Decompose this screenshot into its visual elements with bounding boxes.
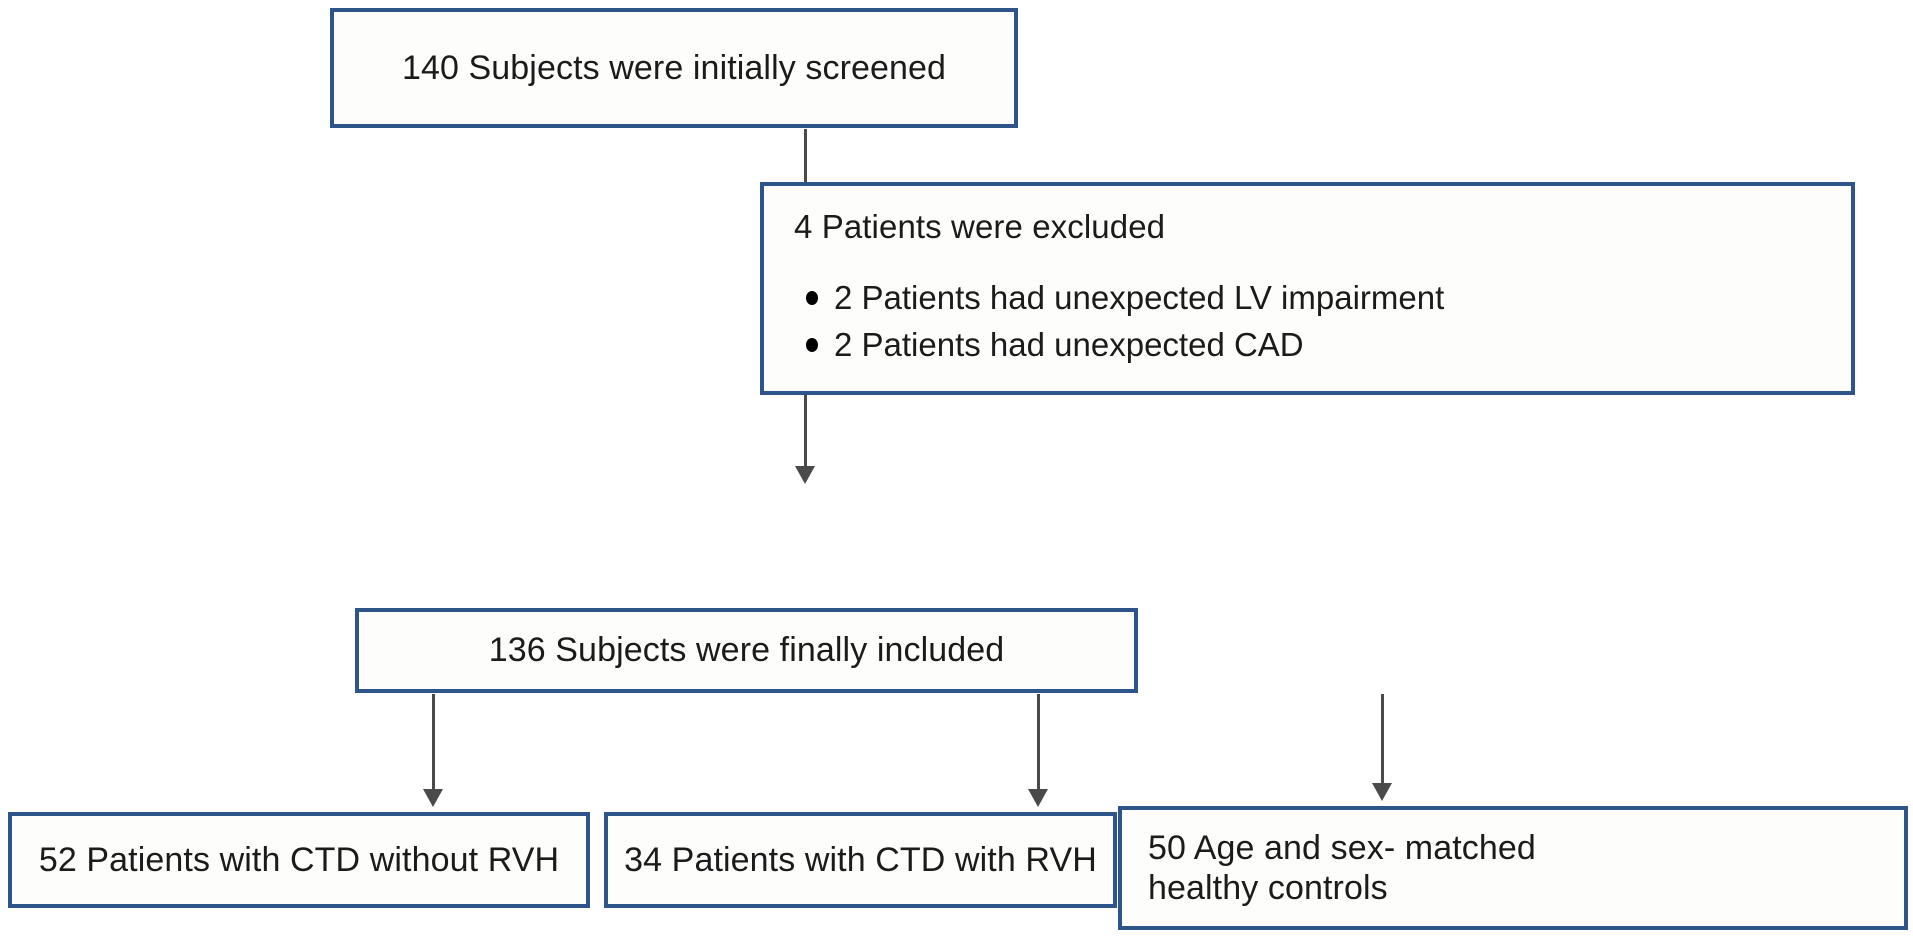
bullet-point-icon [806, 337, 818, 352]
node-included: 136 Subjects were finally included [355, 608, 1138, 693]
arrow-down-to-ctd-without-rvh-icon [423, 789, 443, 807]
connector-to-group-3-line [1381, 694, 1384, 786]
bullet-point-icon [806, 290, 818, 305]
node-ctd-without-rvh: 52 Patients with CTD without RVH [8, 812, 590, 908]
node-healthy-controls: 50 Age and sex- matched healthy controls [1118, 806, 1908, 930]
excluded-reason-list: 2 Patients had unexpected LV impairment … [790, 275, 1444, 369]
excluded-reason-label: 2 Patients had unexpected CAD [834, 325, 1304, 363]
list-item: 2 Patients had unexpected LV impairment [806, 275, 1445, 322]
node-healthy-controls-label: 50 Age and sex- matched healthy controls [1148, 828, 1536, 907]
node-screened: 140 Subjects were initially screened [330, 8, 1018, 128]
node-included-label: 136 Subjects were finally included [488, 631, 1005, 670]
arrow-down-to-included-icon [795, 466, 815, 484]
connector-to-group-1-line [432, 694, 435, 792]
excluded-reason-label: 2 Patients had unexpected LV impairment [834, 278, 1445, 316]
node-ctd-with-rvh-label: 34 Patients with CTD with RVH [624, 840, 1097, 879]
arrow-down-to-ctd-with-rvh-icon [1028, 789, 1048, 807]
node-ctd-with-rvh: 34 Patients with CTD with RVH [604, 812, 1117, 908]
node-excluded-heading: 4 Patients were excluded [794, 208, 1166, 245]
arrow-down-to-healthy-controls-icon [1372, 783, 1392, 801]
node-screened-label: 140 Subjects were initially screened [401, 48, 947, 87]
node-ctd-without-rvh-label: 52 Patients with CTD without RVH [38, 840, 560, 879]
connector-to-group-2-line [1037, 694, 1040, 792]
node-excluded: 4 Patients were excluded 2 Patients had … [760, 182, 1855, 395]
list-item: 2 Patients had unexpected CAD [806, 322, 1444, 369]
